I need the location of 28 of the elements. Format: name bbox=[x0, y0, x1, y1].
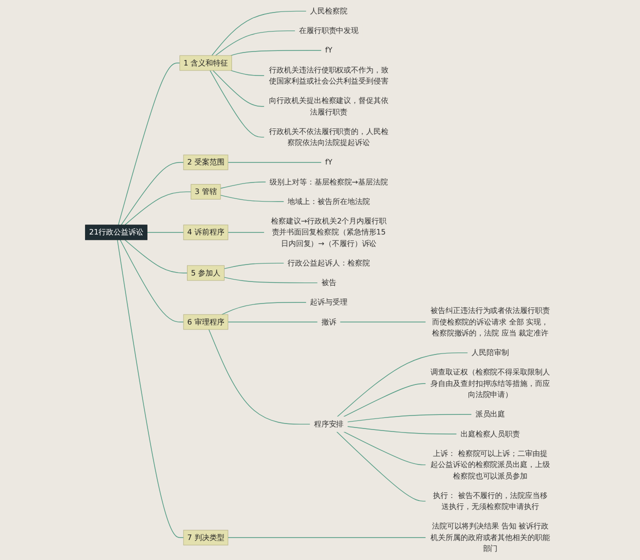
connector bbox=[210, 70, 265, 138]
connector bbox=[220, 182, 266, 189]
connector bbox=[347, 426, 457, 434]
connector bbox=[347, 414, 472, 422]
connector bbox=[230, 50, 322, 56]
connector bbox=[224, 276, 318, 284]
connector bbox=[343, 431, 426, 466]
connector bbox=[124, 240, 188, 274]
connector bbox=[208, 329, 310, 425]
connector bbox=[343, 383, 426, 418]
connector bbox=[146, 232, 184, 233]
connector bbox=[224, 262, 284, 270]
connector bbox=[118, 62, 180, 226]
connector bbox=[124, 191, 192, 226]
connector bbox=[336, 352, 468, 418]
connector bbox=[222, 302, 307, 315]
connector bbox=[212, 70, 265, 107]
connector bbox=[336, 431, 426, 502]
connector bbox=[212, 10, 307, 56]
connector bbox=[228, 162, 322, 163]
connector bbox=[117, 240, 184, 538]
connector bbox=[228, 537, 426, 538]
connector bbox=[230, 70, 265, 76]
connector bbox=[215, 30, 296, 56]
connector bbox=[228, 232, 265, 233]
connector bbox=[120, 162, 184, 226]
connector bbox=[220, 194, 284, 202]
connector bbox=[120, 240, 184, 322]
